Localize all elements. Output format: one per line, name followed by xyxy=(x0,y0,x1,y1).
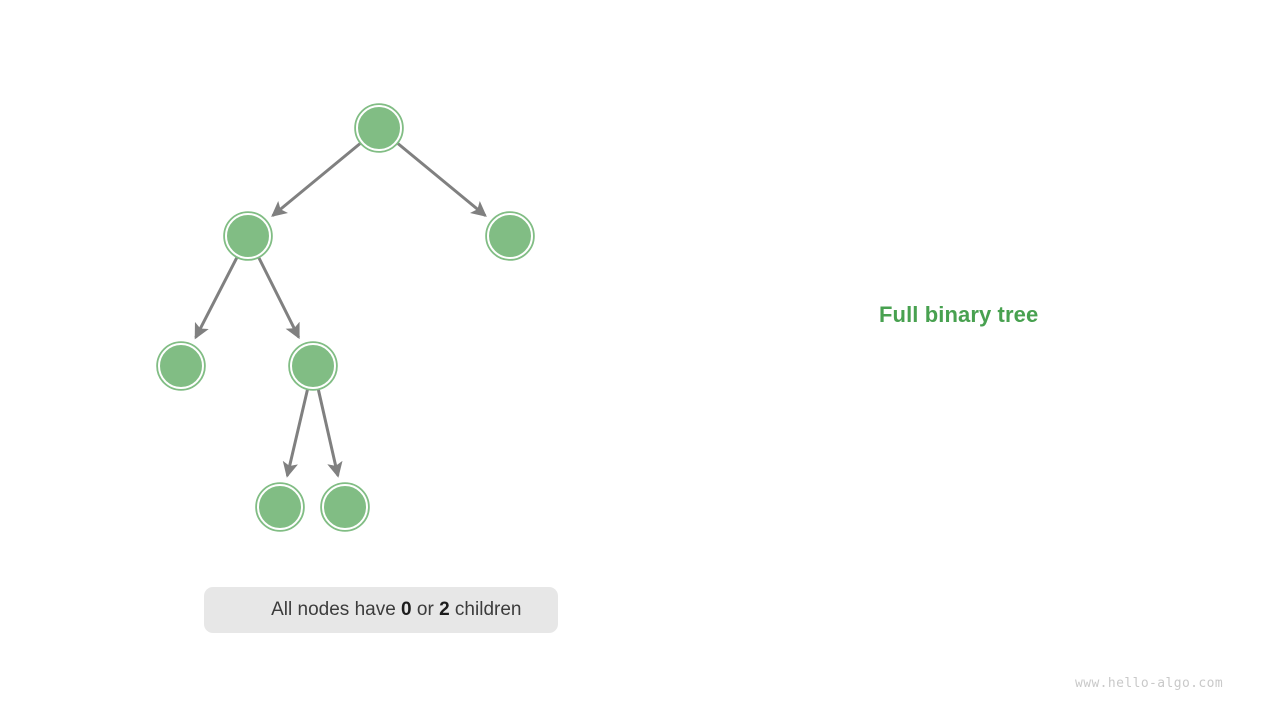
node-body xyxy=(260,487,300,527)
caption-text: All nodes have 0 or 2 children xyxy=(241,577,522,643)
node-body xyxy=(359,108,399,148)
node-body xyxy=(293,346,333,386)
tree-edge xyxy=(271,142,362,217)
tree-node xyxy=(485,211,535,261)
tree-edge xyxy=(257,256,300,340)
caption-bold-two: 2 xyxy=(439,599,450,620)
tree-node xyxy=(288,341,338,391)
tree-edge xyxy=(396,142,487,217)
caption-bold-zero: 0 xyxy=(401,599,412,620)
node-body xyxy=(161,346,201,386)
tree-edges xyxy=(194,142,487,478)
caption-prefix: All nodes have xyxy=(271,599,402,620)
node-body xyxy=(325,487,365,527)
tree-nodes xyxy=(156,103,535,532)
caption-suffix: children xyxy=(449,599,522,620)
tree-node xyxy=(223,211,273,261)
tree-node xyxy=(320,482,370,532)
page-title: Full binary tree xyxy=(879,302,1039,327)
node-ring-gap xyxy=(487,213,533,259)
tree-edge xyxy=(282,388,309,478)
tree-node xyxy=(156,341,206,391)
node-ring-gap xyxy=(225,213,271,259)
node-body xyxy=(228,216,268,256)
caption-middle: or xyxy=(411,599,440,620)
node-ring-gap xyxy=(356,105,402,151)
watermark: www.hello-algo.com xyxy=(1075,676,1224,691)
node-body xyxy=(490,216,530,256)
tree-edge xyxy=(317,388,343,478)
tree-node xyxy=(354,103,404,153)
caption-box: All nodes have 0 or 2 children xyxy=(204,587,558,633)
node-ring-gap xyxy=(257,484,303,530)
node-ring-gap xyxy=(290,343,336,389)
node-ring-gap xyxy=(158,343,204,389)
tree-edge xyxy=(194,256,239,340)
tree-node xyxy=(255,482,305,532)
node-ring-gap xyxy=(322,484,368,530)
